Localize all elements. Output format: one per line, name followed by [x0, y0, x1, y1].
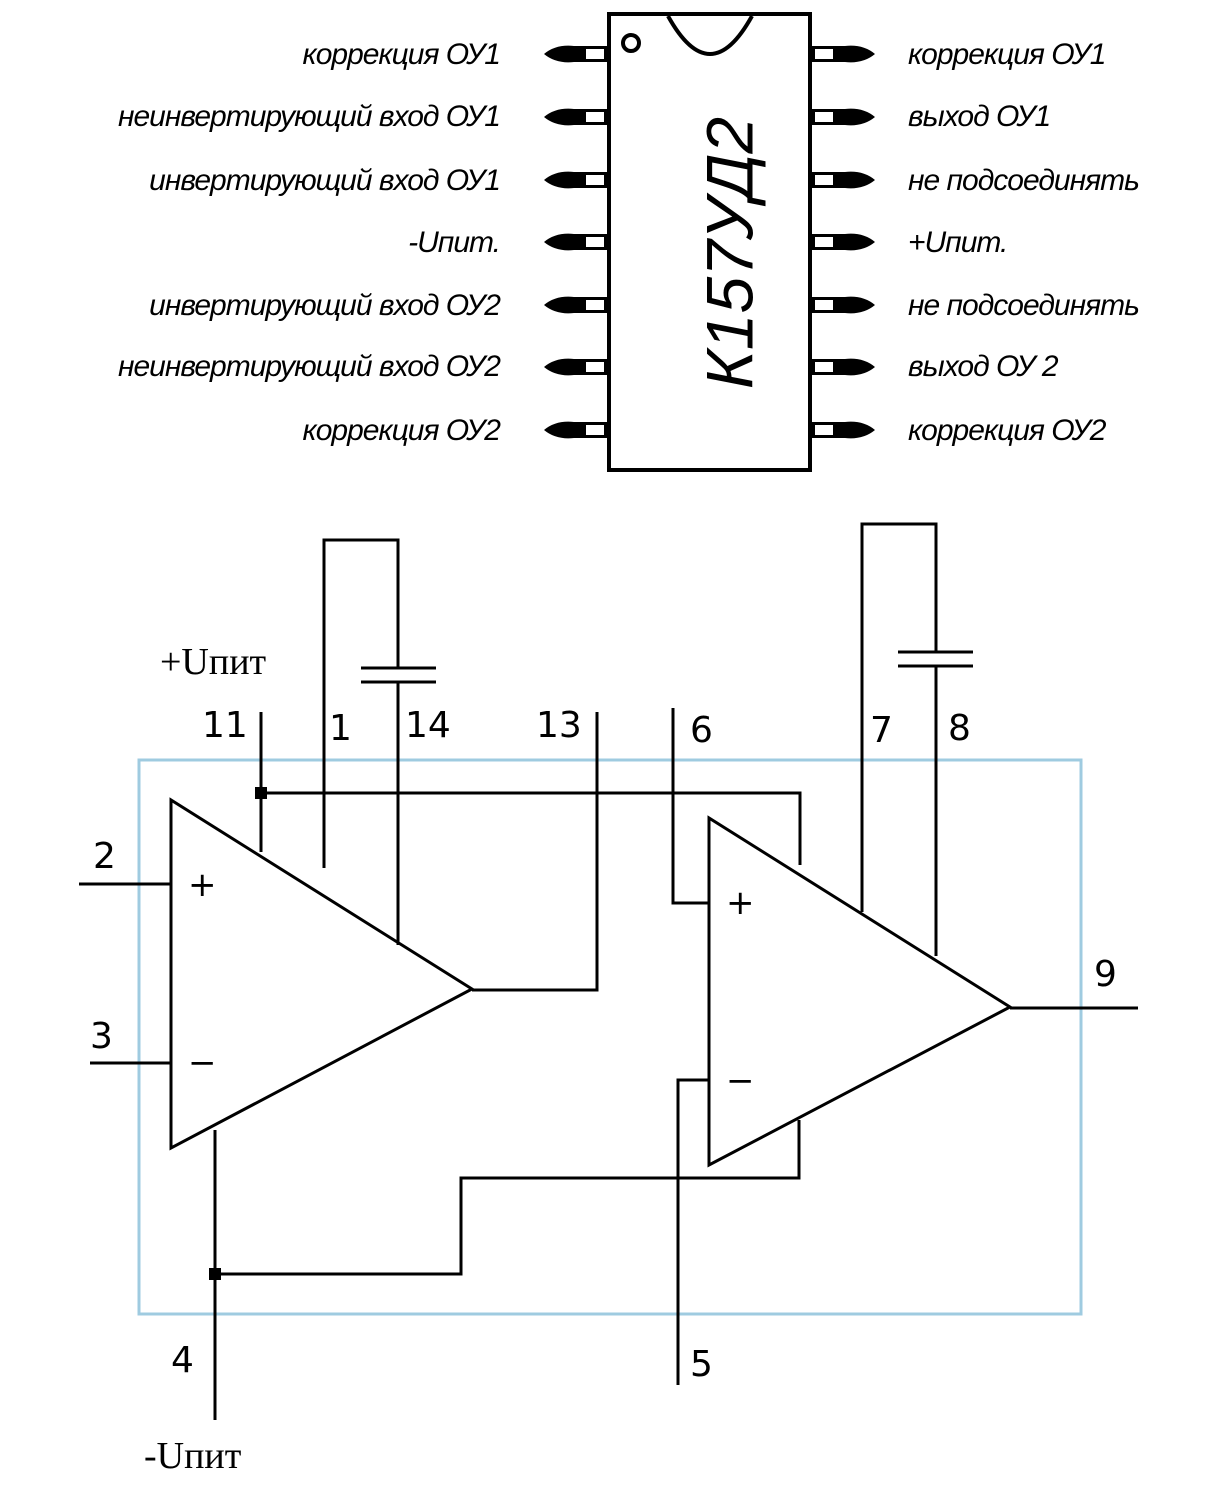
pin-number-3: 3: [90, 1016, 113, 1057]
right-pin-label: коррекция ОУ1: [908, 38, 1105, 71]
pin-left-6: неинвертирующий вход ОУ2: [118, 350, 607, 383]
right-pin-label: +Uпит.: [908, 226, 1007, 259]
right-pin-label: выход ОУ 2: [908, 350, 1059, 383]
pin-left-3: инвертирующий вход ОУ1: [149, 164, 607, 197]
pin-right-9: выход ОУ 2: [812, 350, 1060, 383]
right-pin-label: коррекция ОУ2: [908, 414, 1107, 447]
junction-dot: [209, 1268, 221, 1280]
pin1-marker: [621, 33, 641, 53]
pin-right-14: коррекция ОУ1: [812, 38, 1106, 71]
left-pin-label: коррекция ОУ2: [303, 414, 502, 447]
right-pin-label: выход ОУ1: [908, 100, 1050, 133]
left-pins: коррекция ОУ1 неинвертирующий вход ОУ1 и…: [118, 38, 607, 447]
right-pin-label: не подсоединять: [908, 164, 1139, 197]
pin-left-2: неинвертирующий вход ОУ1: [118, 100, 607, 133]
opamp2-triangle: [707, 815, 1014, 1168]
pin-right-12: не подсоединять: [812, 164, 1140, 197]
pin-number-4: 4: [171, 1340, 194, 1381]
opamp1-minus-sign: −: [188, 1043, 217, 1083]
pin-number-9: 9: [1094, 954, 1117, 995]
left-pin-label: -Uпит.: [408, 226, 500, 259]
pin-number-7: 7: [870, 710, 893, 751]
pinout-diagram: К157УД2 коррекция ОУ1 неинвертирующий вх…: [118, 12, 1140, 472]
opamp1-triangle: [169, 797, 475, 1151]
pin-number-8: 8: [948, 708, 971, 749]
right-pin-label: не подсоединять: [908, 289, 1139, 322]
pin-left-7: коррекция ОУ2: [303, 414, 607, 447]
chip-body: [607, 12, 812, 472]
pin-number-5: 5: [690, 1344, 713, 1385]
package-outline: [137, 758, 1083, 1316]
chip-name: К157УД2: [692, 117, 766, 389]
pin-number-13: 13: [536, 705, 582, 746]
left-pin-label: неинвертирующий вход ОУ1: [118, 100, 500, 133]
opamp2-minus-sign: −: [726, 1061, 755, 1101]
left-pin-label: неинвертирующий вход ОУ2: [118, 350, 501, 383]
pin-number-1: 1: [329, 708, 352, 749]
left-pin-label: инвертирующий вход ОУ2: [149, 289, 501, 322]
left-pin-label: коррекция ОУ1: [303, 38, 500, 71]
pin-left-4: -Uпит.: [408, 226, 607, 259]
pin-left-1: коррекция ОУ1: [303, 38, 607, 71]
pin-right-13: выход ОУ1: [812, 100, 1051, 133]
pin-right-8: коррекция ОУ2: [812, 414, 1108, 447]
pin-number-2: 2: [93, 836, 116, 877]
supply-negative-label: -Uпит: [144, 1435, 242, 1477]
opamp2-plus-sign: +: [726, 883, 755, 923]
pin-number-14: 14: [405, 705, 451, 746]
chip-notch: [666, 15, 754, 56]
pin-number-11: 11: [202, 705, 248, 746]
wires: [79, 522, 1138, 1420]
junction-dot: [255, 787, 267, 799]
left-pin-label: инвертирующий вход ОУ1: [149, 164, 500, 197]
right-pins: коррекция ОУ1 выход ОУ1 не подсоединять …: [812, 38, 1140, 447]
supply-positive-label: +Uпит: [160, 641, 267, 683]
pin-right-11: +Uпит.: [812, 226, 1008, 259]
opamp1-plus-sign: +: [188, 865, 217, 905]
pin-right-10: не подсоединять: [812, 289, 1140, 322]
pin-left-5: инвертирующий вход ОУ2: [149, 289, 607, 322]
pin-number-6: 6: [690, 710, 713, 751]
